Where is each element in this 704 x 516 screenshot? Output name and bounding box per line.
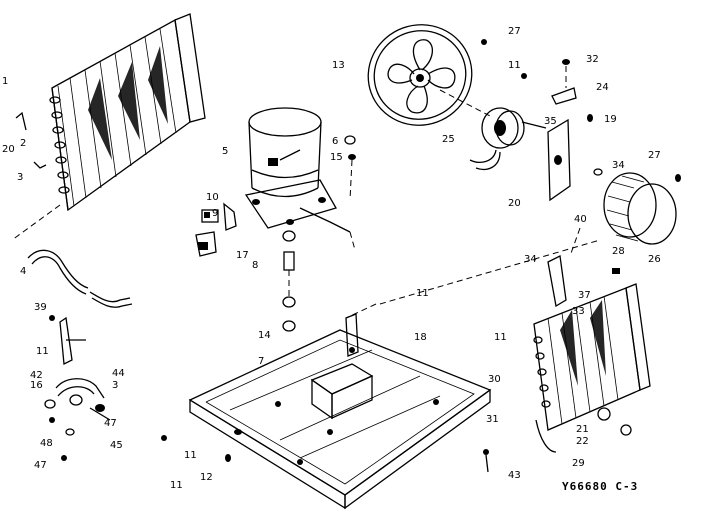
overload-protector xyxy=(195,202,296,271)
callout-6: 6 xyxy=(332,136,338,147)
callout-20: 20 xyxy=(2,144,15,155)
callout-5: 5 xyxy=(222,146,228,157)
valve-assembly xyxy=(44,315,111,461)
callout-44: 44 xyxy=(112,368,125,379)
callout-35: 35 xyxy=(544,116,557,127)
compressor xyxy=(244,107,356,251)
callout-29: 29 xyxy=(572,458,585,469)
callout-2: 2 xyxy=(20,138,26,149)
blower-wheel xyxy=(603,172,681,245)
discharge-tube xyxy=(27,249,133,308)
callout-10: 10 xyxy=(206,192,219,203)
callout-15: 15 xyxy=(330,152,343,163)
callout-13: 13 xyxy=(332,60,345,71)
condenser-fan-blade xyxy=(367,24,491,126)
callout-27: 27 xyxy=(508,26,521,37)
callout-12: 12 xyxy=(200,472,213,483)
callout-39: 39 xyxy=(34,302,47,313)
callout-16: 16 xyxy=(30,380,43,391)
callout-labels: 1 2 20 3 4 5 6 15 10 9 17 8 13 27 11 32 … xyxy=(2,26,661,491)
callout-47-b: 47 xyxy=(34,460,47,471)
callout-42: 42 xyxy=(30,370,43,381)
callout-18: 18 xyxy=(414,332,427,343)
condenser-coil xyxy=(11,13,206,241)
callout-43: 43 xyxy=(508,470,521,481)
callout-3: 3 xyxy=(17,172,23,183)
callout-34: 34 xyxy=(612,160,625,171)
callout-4: 4 xyxy=(20,266,26,277)
callout-1: 1 xyxy=(2,76,8,87)
callout-20-b: 20 xyxy=(508,198,521,209)
callout-11-e: 11 xyxy=(170,480,183,491)
callout-32: 32 xyxy=(586,54,599,65)
callout-11-d: 11 xyxy=(184,450,197,461)
callout-19: 19 xyxy=(604,114,617,125)
callout-22: 22 xyxy=(576,436,589,447)
callout-28: 28 xyxy=(612,246,625,257)
callout-30: 30 xyxy=(488,374,501,385)
callout-33: 33 xyxy=(572,306,585,317)
callout-40: 40 xyxy=(574,214,587,225)
callout-3-b: 3 xyxy=(112,380,118,391)
callout-7: 7 xyxy=(258,356,264,367)
callout-21: 21 xyxy=(576,424,589,435)
evaporator-coil xyxy=(533,227,651,453)
callout-17: 17 xyxy=(236,250,249,261)
callout-37: 37 xyxy=(578,290,591,301)
callout-14: 14 xyxy=(258,330,271,341)
callout-25: 25 xyxy=(442,134,455,145)
callout-8: 8 xyxy=(252,260,258,271)
callout-11-c: 11 xyxy=(416,288,429,299)
callout-24: 24 xyxy=(596,82,609,93)
callout-31: 31 xyxy=(486,414,499,425)
callout-48: 48 xyxy=(40,438,53,449)
fan-motor xyxy=(469,39,603,202)
callout-11: 11 xyxy=(508,60,521,71)
drawing-code: Y66680 C-3 xyxy=(562,480,638,493)
callout-47: 47 xyxy=(104,418,117,429)
base-pan xyxy=(161,239,601,510)
callout-11-f: 11 xyxy=(36,346,49,357)
callout-34-b: 34 xyxy=(524,254,537,265)
callout-9: 9 xyxy=(212,208,218,219)
callout-27-b: 27 xyxy=(648,150,661,161)
callout-45: 45 xyxy=(110,440,123,451)
callout-11-b: 11 xyxy=(494,332,507,343)
callout-26: 26 xyxy=(648,254,661,265)
